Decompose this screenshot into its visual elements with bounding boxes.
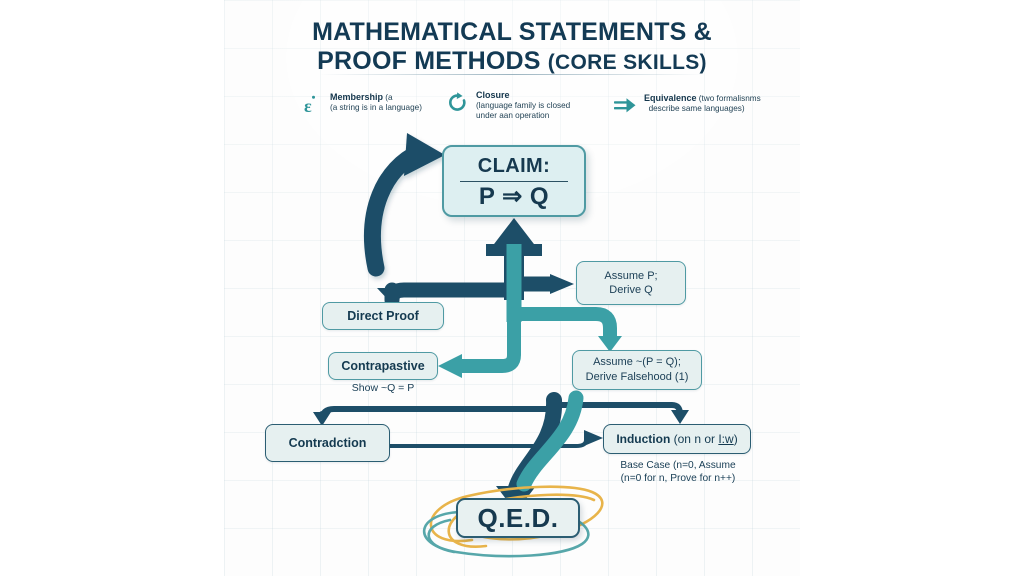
svg-text:ε: ε [304, 96, 312, 116]
induction-sub-line-2: (n=0 for n, Prove for n++) [620, 473, 736, 484]
contrapositive-label: Contrapastive [341, 359, 425, 373]
legend-equivalence-term: Equivalence [644, 93, 697, 103]
assume-p-box[interactable]: Assume P; Derive Q [576, 261, 686, 305]
arrow-layer [313, 133, 689, 512]
page-title: MATHEMATICAL STATEMENTS & PROOF METHODS … [224, 18, 800, 77]
contradiction-label: Contradction [288, 436, 367, 450]
legend-item-equivalence: Equivalence (two formalisnms describe sa… [614, 93, 800, 119]
title-line-1: MATHEMATICAL STATEMENTS & [312, 18, 712, 46]
contrapositive-box[interactable]: Contrapastive [328, 352, 438, 380]
contrapositive-subtext: Show ~Q = P [351, 382, 415, 394]
legend-closure-term: Closure [476, 90, 510, 100]
induction-subtext: Base Case (n=0, Assume (n=0 for n, Prove… [594, 459, 762, 485]
teal-arrow-to-induction [551, 402, 689, 424]
induction-paren-open: (on n or [673, 432, 719, 446]
direct-proof-box[interactable]: Direct Proof [322, 302, 444, 330]
assume-negation-line-1: Assume ~(P = Q); [593, 356, 681, 368]
navy-arrow-to-contradiction [313, 406, 557, 426]
contradiction-box[interactable]: Contradction [265, 424, 390, 462]
legend-closure-desc-2: under aan operation [476, 111, 550, 121]
induction-sub-line-1: Base Case (n=0, Assume [620, 460, 736, 471]
legend-equivalence-desc: describe same languages) [648, 104, 745, 114]
claim-title: CLAIM: [477, 154, 551, 177]
infographic-canvas: MATHEMATICAL STATEMENTS & PROOF METHODS … [224, 0, 800, 576]
induction-box[interactable]: Induction (on n or Ι:w) [603, 424, 751, 454]
legend: ε Membership (a (a string is in a langua… [224, 90, 800, 132]
induction-paren-symbol: Ι:w [718, 432, 734, 446]
teal-arrow-to-contrapositive [438, 311, 521, 378]
assume-p-line-2: Derive Q [609, 284, 653, 296]
legend-closure-desc-1: (language family is closed [476, 101, 571, 111]
legend-membership-term-tail: (a [383, 93, 393, 102]
legend-item-membership: ε Membership (a (a string is in a langua… [300, 92, 450, 118]
induction-main: Induction [616, 432, 674, 446]
legend-membership-term: Membership [330, 92, 384, 102]
assume-p-text: Assume P; Derive Q [604, 269, 657, 297]
legend-item-closure: Closure (language family is closed under… [446, 90, 606, 122]
legend-membership-desc: (a string is in a language) [330, 103, 422, 113]
epsilon-membership-icon: ε [300, 92, 324, 118]
induction-label: Induction (on n or Ι:w) [616, 432, 737, 446]
legend-equivalence-text: Equivalence (two formalisnms describe sa… [644, 93, 761, 114]
qed-squiggle-decoration [422, 485, 604, 558]
assume-negation-text: Assume ~(P = Q); Derive Falsehood (1) [586, 355, 689, 385]
claim-formula: P ⇒ Q [478, 183, 550, 211]
claim-box[interactable]: CLAIM: P ⇒ Q [442, 145, 586, 217]
legend-closure-text: Closure (language family is closed under… [476, 90, 570, 122]
assume-negation-line-2: Derive Falsehood (1) [585, 371, 689, 383]
qed-box[interactable]: Q.E.D. [456, 498, 580, 538]
swoosh-arrow-to-claim [364, 133, 445, 277]
teal-arrow-to-assume-negation [507, 307, 622, 352]
direct-proof-label: Direct Proof [347, 309, 419, 323]
legend-membership-text: Membership (a (a string is in a language… [330, 92, 422, 113]
claim-divider [460, 180, 568, 183]
assume-negation-box[interactable]: Assume ~(P = Q); Derive Falsehood (1) [572, 350, 702, 390]
qed-label: Q.E.D. [477, 502, 559, 533]
teal-curve-to-qed [516, 390, 584, 492]
assume-p-line-1: Assume P; [604, 270, 658, 282]
title-divider [320, 74, 704, 75]
legend-equivalence-term-tail: (two formalisnms [696, 94, 761, 103]
title-line-2-sub: (CORE SKILLS) [547, 51, 707, 74]
title-line-2-main: PROOF METHODS [317, 47, 548, 75]
circular-arrow-closure-icon [446, 90, 470, 116]
title-line-2: PROOF METHODS (CORE SKILLS) [224, 47, 800, 77]
teal-squiggle [422, 510, 590, 558]
navy-arrow-to-direct-proof [377, 282, 522, 308]
connector-contradiction-to-induction [388, 430, 603, 448]
double-arrow-equivalence-icon [614, 93, 638, 119]
induction-paren-close: ) [733, 432, 738, 446]
